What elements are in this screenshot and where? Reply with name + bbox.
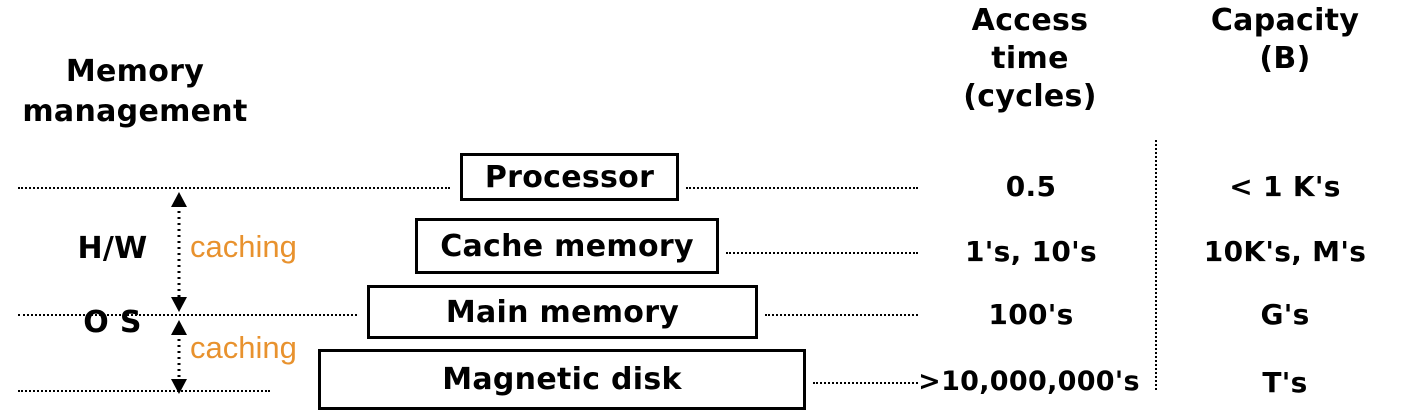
boundary-rule-top (18, 187, 450, 189)
column-header-capacity: Capacity (B) (1210, 3, 1360, 76)
level-box-magnetic-disk[interactable]: Magnetic disk (318, 349, 806, 410)
connector-line-main-memory (765, 314, 918, 316)
connector-line-magnetic-disk (813, 382, 918, 384)
capacity-processor: < 1 K's (1229, 170, 1341, 203)
capacity-cache-memory: 10K's, M's (1203, 235, 1367, 268)
hardware-span-arrow-icon (171, 192, 187, 312)
band-label-hardware: H/W (77, 231, 148, 266)
access-time-cache-memory: 1's, 10's (964, 235, 1097, 268)
access-time-magnetic-disk: >10,000,000's (918, 366, 1140, 397)
band-mechanism-operating-system: caching (190, 330, 297, 365)
level-box-main-memory[interactable]: Main memory (367, 285, 758, 339)
band-mechanism-hardware: caching (190, 229, 297, 264)
capacity-main-memory: G's (1260, 298, 1310, 331)
boundary-rule-bottom (18, 390, 270, 392)
operating-system-span-arrow-icon (171, 320, 187, 394)
column-header-access-time: Access time (cycles) (963, 3, 1097, 114)
access-time-main-memory: 100's (988, 298, 1074, 331)
level-box-processor[interactable]: Processor (460, 153, 679, 201)
capacity-magnetic-disk: T's (1262, 366, 1308, 399)
boundary-rule-middle (18, 314, 357, 316)
column-divider (1155, 140, 1157, 390)
band-label-operating-system: O S (83, 305, 142, 340)
access-time-processor: 0.5 (1005, 170, 1057, 203)
page-title: Memory management (22, 54, 248, 129)
connector-line-processor (686, 187, 918, 189)
connector-line-cache-memory (726, 252, 918, 254)
level-box-cache-memory[interactable]: Cache memory (415, 218, 719, 274)
